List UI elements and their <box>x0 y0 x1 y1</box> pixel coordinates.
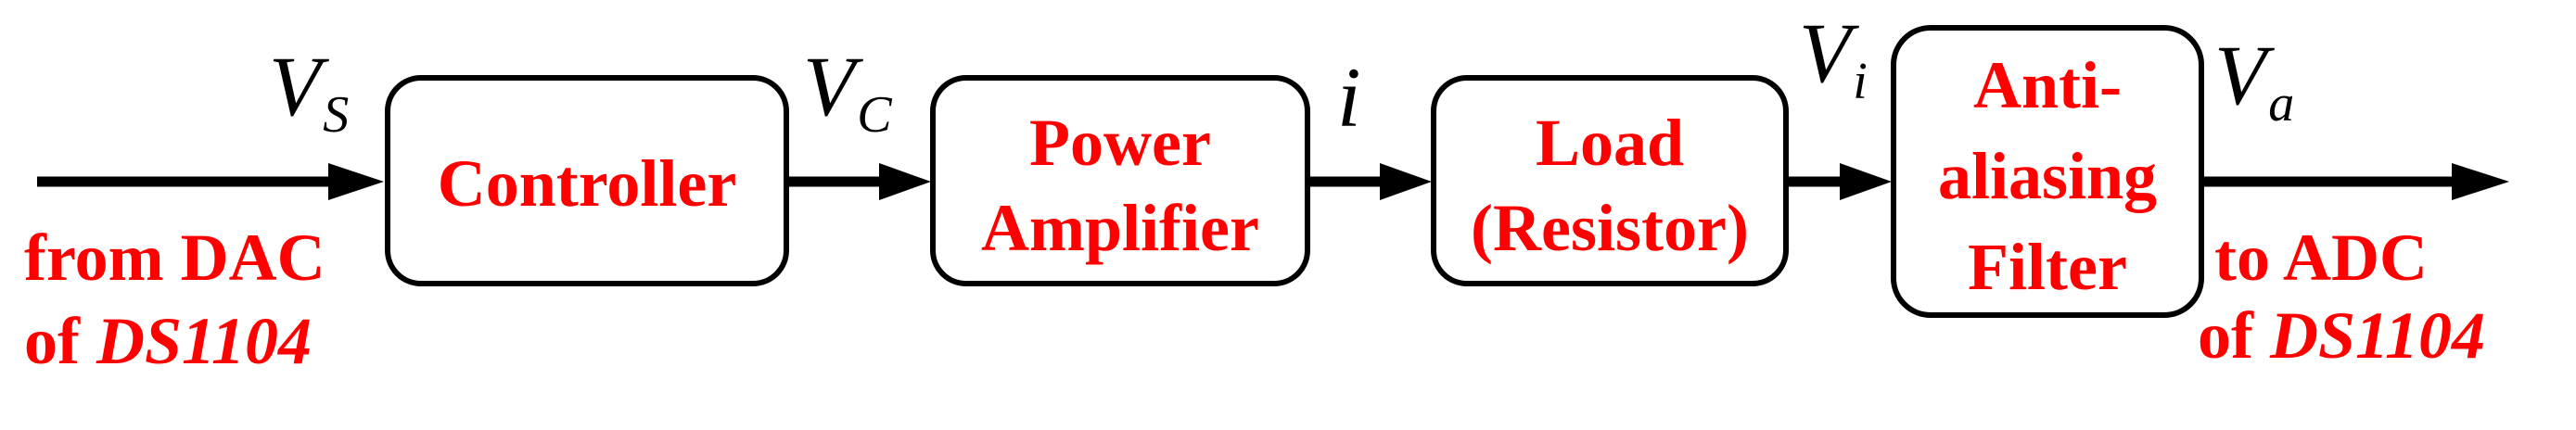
controller-label: Controller <box>438 146 737 221</box>
filter-label-line1: Anti- <box>1973 48 2122 122</box>
signal-vs-sub: S <box>323 86 349 144</box>
arrow-controller-to-amplifier <box>786 163 931 200</box>
output-arrow <box>2201 163 2509 200</box>
signal-vi-sub: i <box>1853 53 1868 110</box>
signal-vi-main: V <box>1799 6 1860 100</box>
arrow-amplifier-to-load <box>1307 163 1432 200</box>
anti-aliasing-filter-block: Anti- aliasing Filter <box>1891 25 2204 318</box>
signal-i: i <box>1337 50 1361 145</box>
signal-vs-main: V <box>269 39 330 133</box>
load-block: Load (Resistor) <box>1431 75 1789 286</box>
signal-vi: Vi <box>1799 6 1868 110</box>
output-label-line1: to ADC <box>2214 221 2428 295</box>
filter-label-line2: aliasing <box>1938 139 2157 213</box>
load-label-line2: (Resistor) <box>1471 191 1749 265</box>
signal-vs: VS <box>269 39 349 144</box>
input-arrow <box>37 163 384 200</box>
signal-vc-main: V <box>803 39 864 133</box>
output-label-device: DS1104 <box>2269 298 2485 373</box>
signal-vc: VC <box>803 39 892 144</box>
signal-va-main: V <box>2214 28 2276 122</box>
input-label-device: DS1104 <box>96 304 312 378</box>
output-label-prefix: of <box>2198 298 2270 373</box>
signal-va-sub: a <box>2268 75 2294 133</box>
power-amplifier-label-line1: Power <box>1029 106 1211 180</box>
power-amplifier-block: Power Amplifier <box>930 75 1310 286</box>
output-label-line2: of DS1104 <box>2198 298 2485 373</box>
signal-va: Va <box>2214 28 2294 133</box>
anti-aliasing-filter-box <box>1891 25 2204 318</box>
input-label-line2: of DS1104 <box>24 304 312 378</box>
input-label-line1: from DAC <box>24 221 325 295</box>
arrow-load-to-filter <box>1786 163 1892 200</box>
filter-label-line3: Filter <box>1968 230 2127 304</box>
power-amplifier-label-line2: Amplifier <box>981 191 1259 265</box>
signal-vc-sub: C <box>857 86 892 144</box>
input-label-prefix: of <box>24 304 96 378</box>
controller-block: Controller <box>385 75 789 286</box>
load-label-line1: Load <box>1536 106 1684 180</box>
